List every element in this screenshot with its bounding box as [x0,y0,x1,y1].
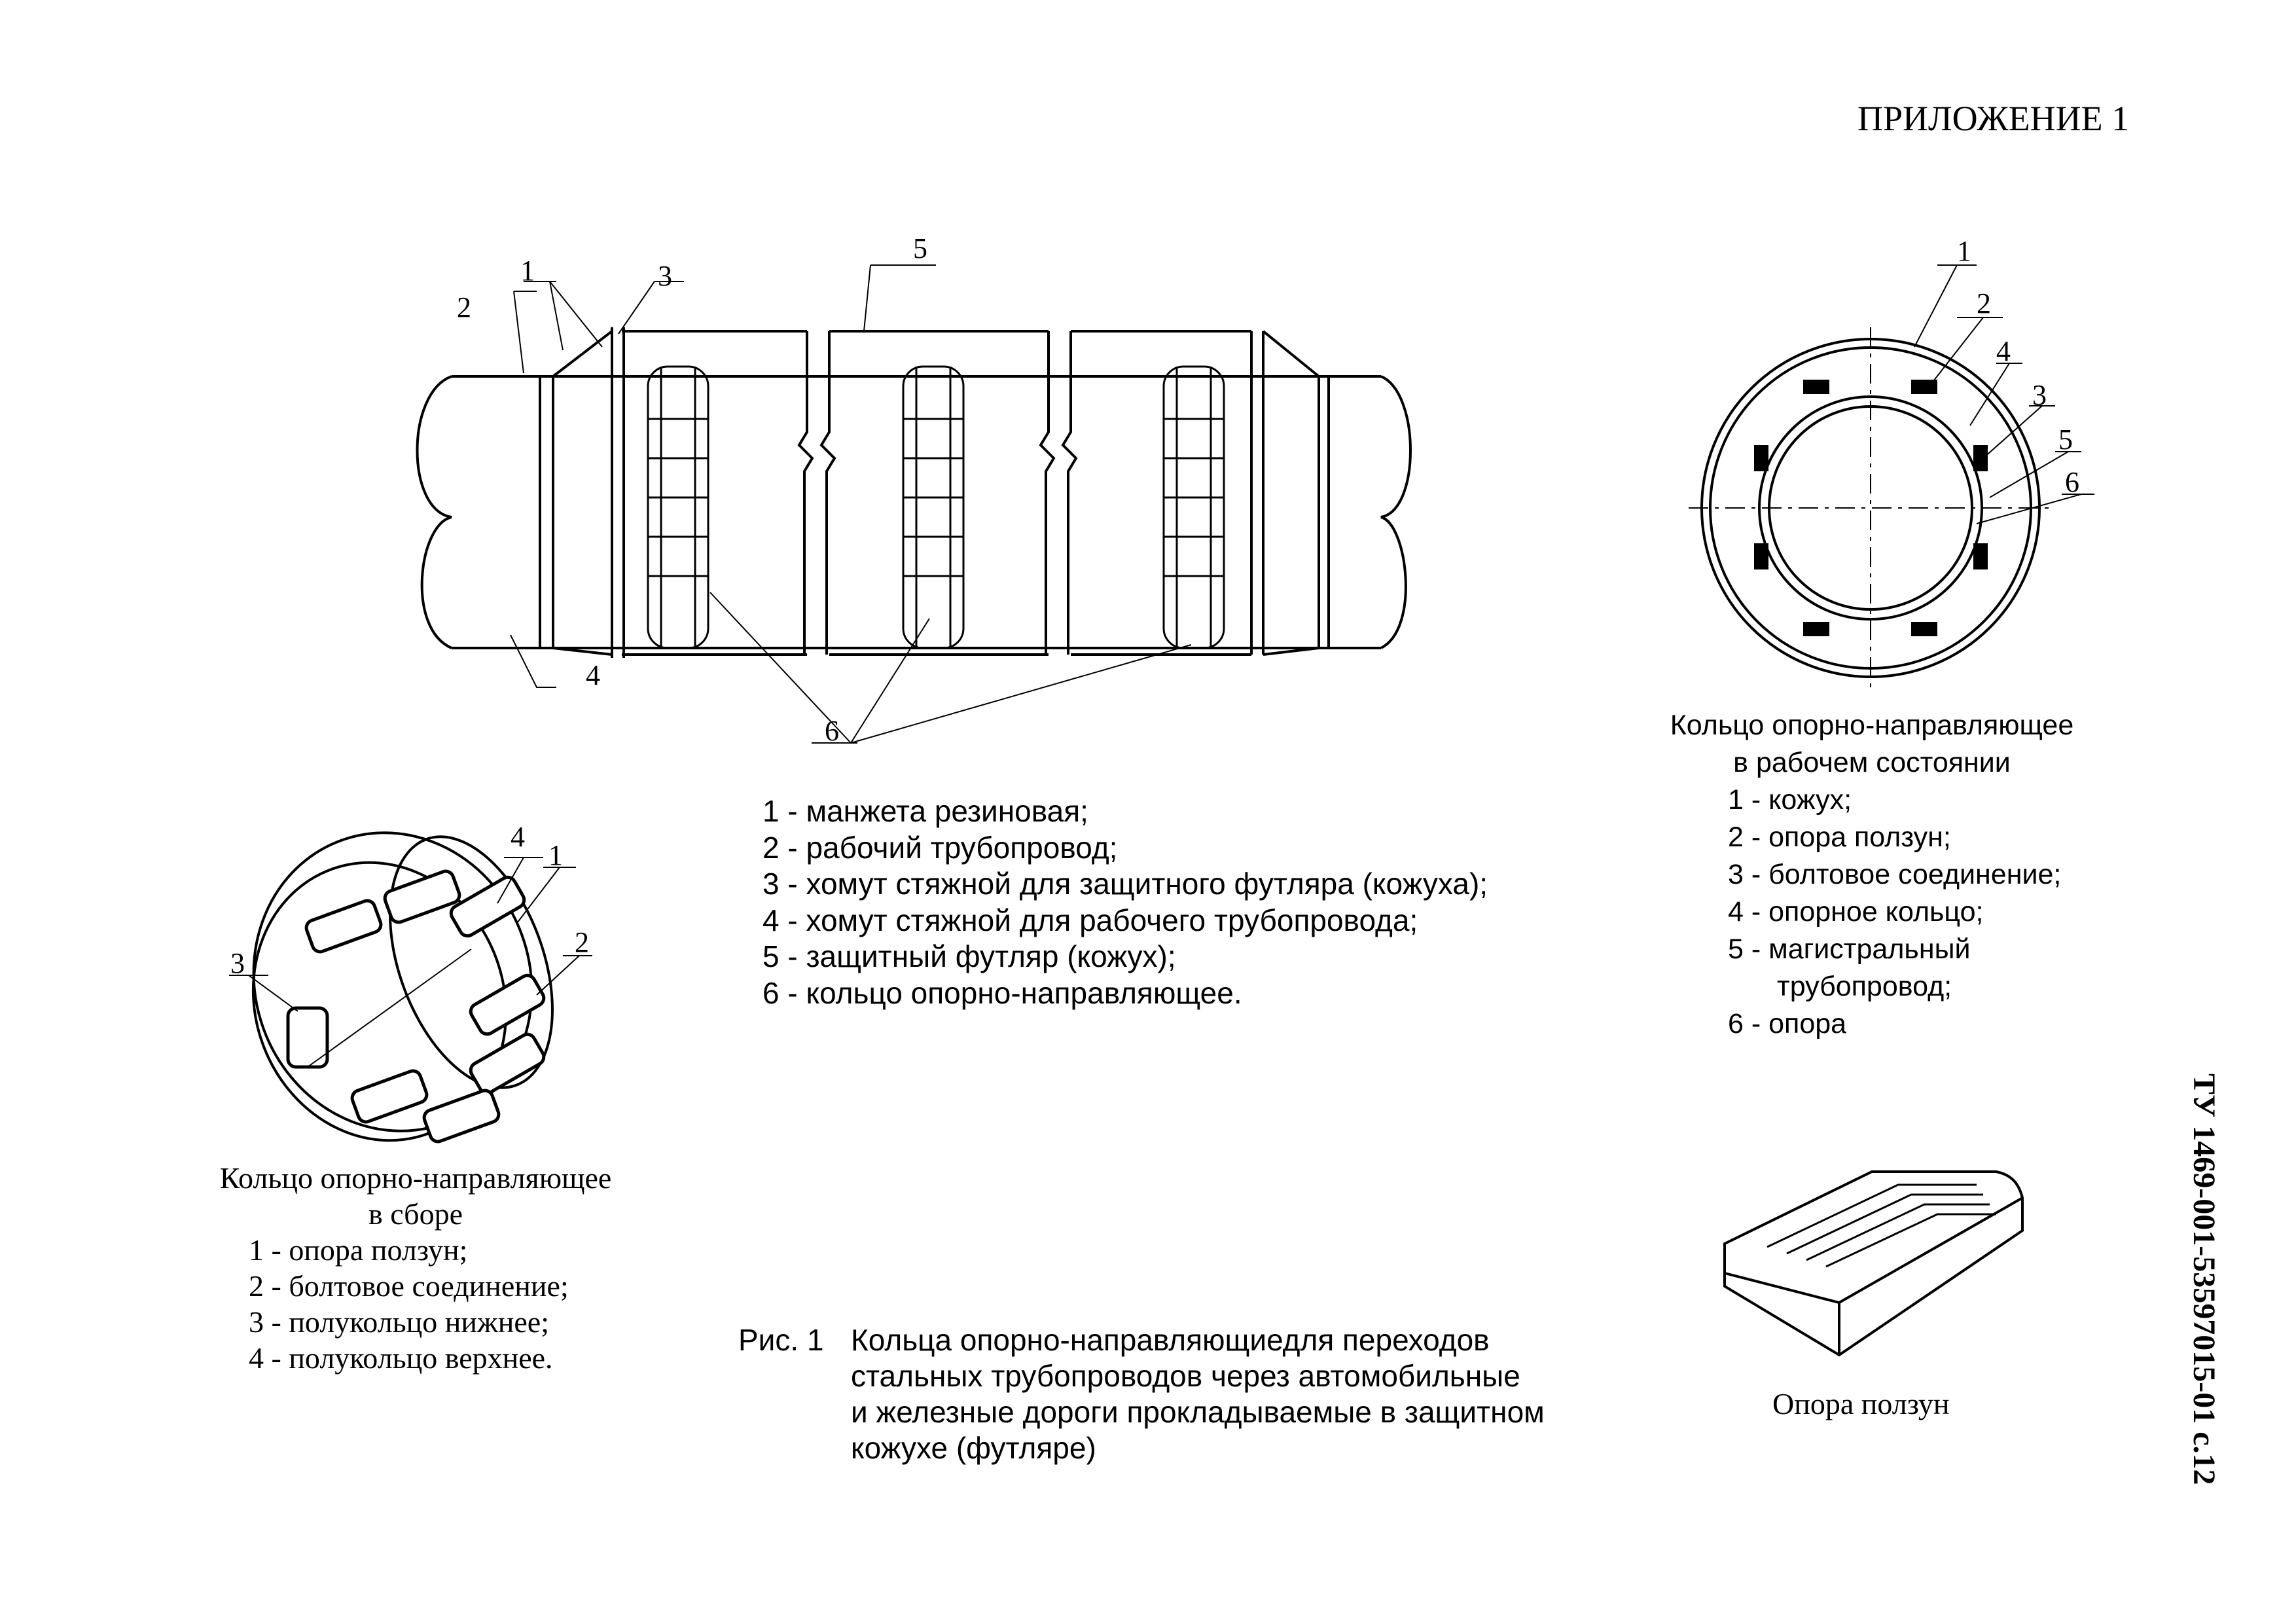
legend-item: 3 - хомут стяжной для защитного футляра … [762,867,1488,901]
legend-item: 4 - опорное кольцо; [1728,896,1984,928]
assembly-callout-3: 3 [230,947,245,979]
assembly-callout-1: 1 [548,839,563,871]
figure-number: Рис. 1 [738,1323,824,1357]
document-code: ТУ 1469-001-53597015-01 с.12 [2187,1074,2221,1485]
ring-callout-1: 1 [1957,235,1971,267]
slider-caption: Опора ползун [1772,1387,1950,1420]
legend-item: 6 - опора [1728,1008,1847,1039]
legend-item: 6 - кольцо опорно-направляющее. [762,975,1242,1010]
legend-item: 2 - опора ползун; [1728,821,1951,853]
callout-6: 6 [825,715,839,747]
ring-callout-5: 5 [2058,424,2073,456]
legend-item: 1 - кожух; [1728,784,1852,816]
assembly-callout-4: 4 [511,821,525,853]
ring-assembly-caption: Кольцо опорно-направляющее в сборе 1 - о… [190,1160,641,1376]
callout-2: 2 [457,291,471,323]
ring-callout-4: 4 [1996,335,2011,367]
legend-item: 1 - опора ползун; [249,1233,468,1267]
pipe-legend: 1 - манжета резиновая; 2 - рабочий трубо… [762,793,1488,1011]
slider-support-drawing [1723,1170,2024,1357]
legend-item: 5 - защитный футляр (кожух); [762,939,1176,973]
caption-subtitle: в сборе [368,1197,463,1231]
figure-caption-line: и железные дороги прокладываемые в защит… [851,1395,1545,1429]
callout-4: 4 [586,659,600,691]
ring-assembly-drawing [229,831,592,1144]
caption-title: Кольцо опорно-направляющее [1670,710,2074,741]
ring-working-caption: Кольцо опорно-направляющее в рабочем сос… [1646,707,2098,1043]
callout-3: 3 [658,260,672,292]
legend-item: 4 - полукольцо верхнее. [249,1341,553,1375]
appendix-heading: ПРИЛОЖЕНИЕ 1 [1857,99,2130,138]
callout-1: 1 [520,255,535,287]
legend-item: 3 - полукольцо нижнее; [249,1305,549,1339]
figure-caption-line: кожухе (футляре) [851,1431,1096,1465]
legend-item: 3 - болтовое соединение; [1728,859,2062,890]
legend-item: 2 - болтовое соединение; [249,1269,569,1303]
ring-callout-2: 2 [1977,287,1991,319]
callout-5: 5 [913,232,927,264]
caption-subtitle: в рабочем состоянии [1733,747,2011,778]
assembly-callout-2: 2 [575,926,589,958]
legend-item: 2 - рабочий трубопровод; [762,830,1118,865]
caption-title: Кольцо опорно-направляющее [219,1161,612,1195]
ring-working-drawing [1689,264,2094,687]
figure-caption-line: Кольца опорно-направляющиедля переходов [851,1323,1490,1357]
ring-callout-6: 6 [2065,466,2079,498]
legend-item: 1 - манжета резиновая; [762,794,1088,828]
figure-caption-line: стальных трубопроводов через автомобильн… [851,1359,1520,1393]
legend-item-cont: трубопровод; [1777,971,1952,1002]
legend-item: 5 - магистральный [1728,933,1971,965]
legend-item: 4 - хомут стяжной для рабочего трубопров… [762,903,1418,937]
ring-callout-3: 3 [2032,379,2047,411]
pipe-casing-drawing [416,264,1412,744]
